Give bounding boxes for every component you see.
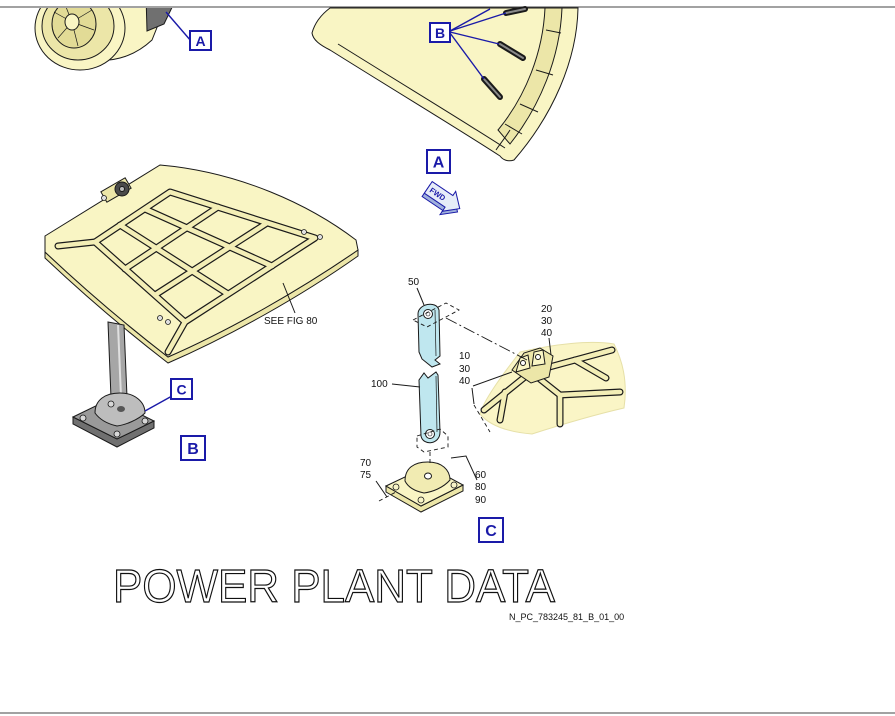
item-number-20[interactable]: 20 [541,304,553,315]
strut-base-fitting [71,392,156,448]
spinner [64,13,80,31]
lower-base-bolts [392,481,458,504]
cowl-rods [481,6,528,100]
callout-b-view: B [180,435,206,461]
item-number-60[interactable]: 60 [475,470,487,481]
item-leaders [375,287,552,498]
item-number-30-lower[interactable]: 30 [459,364,471,375]
fwd-arrow-face [423,180,461,212]
callout-b-top-leaders [449,8,507,80]
upper-fitting-panel [479,341,626,435]
callout-c-left-leader [144,395,173,412]
callout-a-view: A [426,149,451,174]
item-number-75[interactable]: 75 [360,470,372,481]
link-upper [417,303,441,368]
callout-a-top-label: A [195,33,205,49]
callout-a-top: A [189,30,212,51]
cowl-edge-line [495,129,511,151]
item-number-90[interactable]: 90 [475,495,487,506]
nacelle-band [145,8,173,32]
callout-c-left-label: C [176,382,186,398]
door-panel [44,164,359,364]
hold-open-strut [107,321,128,399]
item-number-30-upper[interactable]: 30 [541,316,553,327]
panel-hinge [100,177,132,203]
callout-b-top-label: B [435,25,445,41]
see-fig-leader [282,282,296,314]
callout-c-view: C [478,517,504,543]
assembly-phantom-lines [378,302,528,502]
callout-b-view-label: B [187,441,199,458]
engine-nacelle [34,8,173,71]
item-number-80[interactable]: 80 [475,482,487,493]
callout-c-view-label: C [485,523,497,540]
item-number-70[interactable]: 70 [360,458,372,469]
cowl-inner-structure [497,7,563,145]
link-lower [418,371,441,444]
callout-a-top-leader [165,11,192,42]
callout-b-top: B [429,22,451,43]
cowl-flange-line [337,43,506,149]
cowl-ribs [504,29,562,135]
drawing-number: N_PC_783245_81_B_01_00 [509,612,624,622]
panel-ribs [54,188,319,356]
item-number-40-lower[interactable]: 40 [459,376,471,387]
fan-cowl-section [311,6,579,162]
page-title: POWER PLANT DATA [113,560,555,612]
item-number-100[interactable]: 100 [371,379,388,390]
see-fig-note: SEE FIG 80 [264,316,318,327]
callout-c-left: C [170,378,193,400]
lower-base-fitting [384,461,465,513]
fwd-arrow: FWD [421,180,461,216]
item-number-50[interactable]: 50 [408,277,420,288]
callout-a-view-label: A [433,155,445,172]
item-number-40-upper[interactable]: 40 [541,328,553,339]
upper-fitting-bracket [511,347,554,384]
base-bolts [79,400,149,438]
item-number-10[interactable]: 10 [459,351,471,362]
panel-bolts [101,195,323,325]
